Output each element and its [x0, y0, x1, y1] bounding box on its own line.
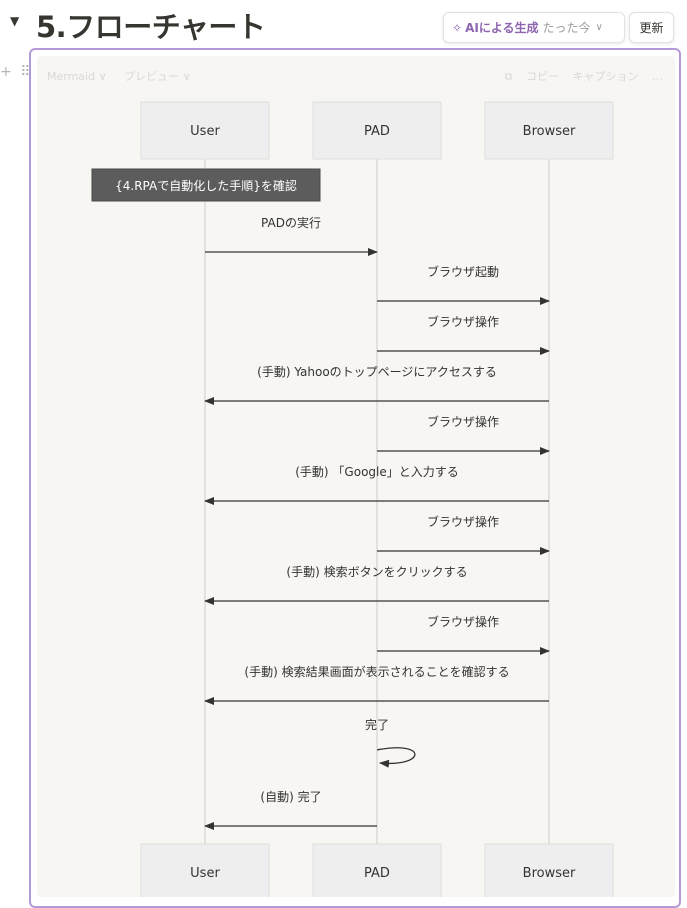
- code-block-toolbar: Mermaid ∨ プレビュー ∨ ⧉ コピー キャプション …: [37, 56, 675, 92]
- copy-label: コピー: [526, 70, 559, 83]
- actor-label-bottom-pad: PAD: [364, 866, 390, 881]
- message-label-8: (手動) 検索ボタンをクリックする: [286, 565, 467, 579]
- ai-sparkle-icon: ✧: [452, 20, 463, 35]
- actor-label-bottom-user: User: [190, 866, 220, 881]
- actor-box-bottom-pad: [312, 843, 442, 897]
- message-label-12: (自動) 完了: [260, 789, 321, 804]
- message-label-6: (手動) 「Google」と入力する: [295, 465, 459, 479]
- ai-badge-label: AIによる生成: [465, 21, 539, 35]
- drag-handle-icon[interactable]: ⠿: [20, 64, 31, 80]
- actor-label-bottom-browser: Browser: [523, 866, 576, 881]
- view-mode-selector[interactable]: プレビュー ∨: [124, 70, 191, 83]
- note-text: {4.RPAで自動化した手順}を確認: [115, 178, 297, 193]
- actor-box-top-pad: [312, 101, 442, 160]
- chevron-down-icon: ∨: [595, 22, 603, 33]
- actor-label-top-user: User: [190, 124, 220, 139]
- actor-label-top-pad: PAD: [364, 124, 390, 139]
- more-options-icon[interactable]: …: [652, 70, 663, 83]
- actor-box-top-browser: [484, 101, 614, 160]
- message-label-5: ブラウザ操作: [427, 414, 499, 429]
- actor-box-bottom-user: [140, 843, 270, 897]
- ai-badge-time: たった今: [542, 21, 591, 35]
- toggle-triangle-icon[interactable]: ▼: [10, 14, 20, 28]
- message-label-9: ブラウザ操作: [427, 614, 499, 629]
- refresh-button[interactable]: 更新: [629, 12, 674, 43]
- self-message-loop: [376, 747, 416, 768]
- message-label-10: (手動) 検索結果画面が表示されることを確認する: [244, 664, 509, 679]
- actor-box-top-user: [140, 101, 270, 160]
- ai-generated-badge[interactable]: ✧ AIによる生成 たった今 ∨: [443, 12, 625, 43]
- message-label-3: ブラウザ操作: [427, 314, 499, 329]
- add-block-icon[interactable]: +: [0, 64, 12, 80]
- language-selector[interactable]: Mermaid ∨: [47, 70, 107, 83]
- message-label-7: ブラウザ操作: [427, 514, 499, 529]
- message-label-2: ブラウザ起動: [427, 264, 499, 279]
- message-label-1: PADの実行: [261, 215, 321, 230]
- page-heading[interactable]: 5.フローチャート: [36, 10, 266, 44]
- actor-label-top-browser: Browser: [523, 124, 576, 139]
- message-label-11: 完了: [365, 717, 389, 732]
- note-box: [91, 168, 321, 202]
- actor-box-bottom-browser: [484, 843, 614, 897]
- heading-row: ▼ 5.フローチャート ✧ AIによる生成 たった今 ∨ 更新: [0, 0, 687, 48]
- copy-button[interactable]: ⧉ コピー: [504, 70, 559, 83]
- block-gutter: + ⠿: [0, 64, 30, 80]
- caption-button[interactable]: キャプション: [572, 70, 639, 83]
- message-label-4: (手動) Yahooのトップページにアクセスする: [257, 365, 497, 379]
